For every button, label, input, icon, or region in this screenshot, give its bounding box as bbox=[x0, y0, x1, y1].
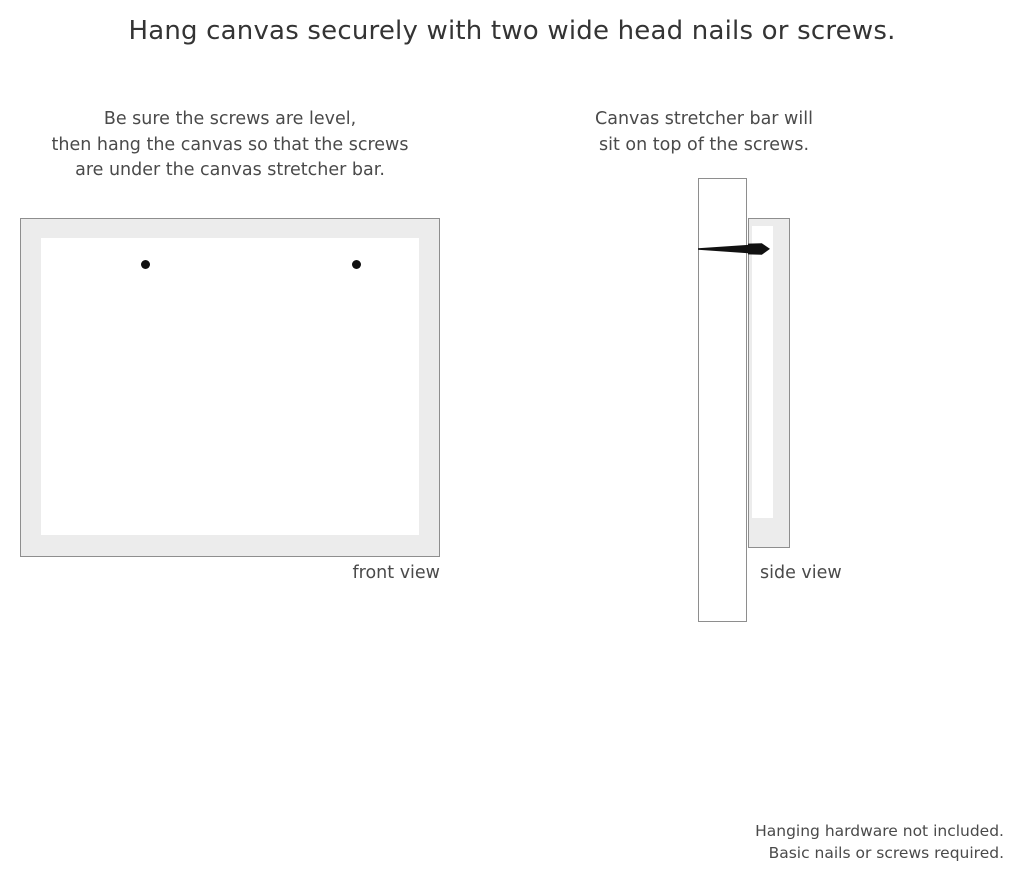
footer-note: Hanging hardware not included. Basic nai… bbox=[624, 820, 1004, 864]
side-view-diagram bbox=[690, 170, 870, 640]
side-view-caption-line-1: Canvas stretcher bar will bbox=[595, 109, 813, 129]
screw-side-icon bbox=[698, 243, 770, 255]
side-view-label: side view bbox=[760, 563, 842, 583]
footer-note-line-1: Hanging hardware not included. bbox=[755, 822, 1004, 840]
footer-note-line-2: Basic nails or screws required. bbox=[768, 844, 1004, 862]
screw-head-left-icon bbox=[141, 260, 150, 269]
side-view-caption-line-2: sit on top of the screws. bbox=[598, 134, 810, 155]
canvas-face-front bbox=[41, 238, 419, 535]
front-view-caption: Be sure the screws are level, then hang … bbox=[20, 107, 440, 184]
front-view-caption-line-1: Be sure the screws are level, bbox=[103, 109, 357, 129]
front-view-label: front view bbox=[352, 563, 441, 583]
stretcher-bar-cavity bbox=[752, 226, 773, 518]
front-view-diagram bbox=[20, 218, 440, 557]
front-view-caption-line-3: are under the canvas stretcher bar. bbox=[75, 160, 385, 180]
front-view-caption-line-2: then hang the canvas so that the screws bbox=[51, 134, 409, 155]
side-view-caption: Canvas stretcher bar will sit on top of … bbox=[580, 107, 828, 158]
screw-head-right-icon bbox=[352, 260, 361, 269]
page-title: Hang canvas securely with two wide head … bbox=[128, 16, 896, 46]
